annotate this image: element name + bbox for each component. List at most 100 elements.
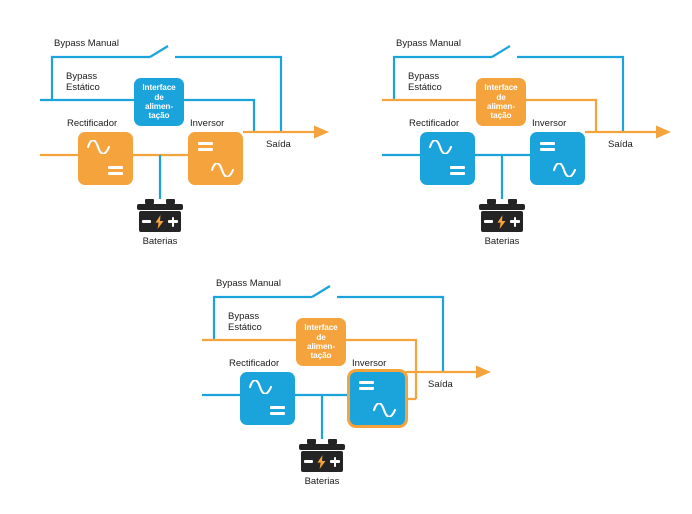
dc-double-bar-icon [359,381,374,390]
manual-bypass-switch-blade [311,285,331,298]
battery-tray [479,204,525,210]
label-bypass-manual: Bypass Manual [54,38,119,49]
minus-terminal-icon [484,220,493,223]
battery-terminal-positive [328,439,337,444]
manual-bypass-switch-blade [149,45,169,58]
dc-double-bar-icon [108,166,123,175]
label-bypass-estatico-line2: Estático [228,321,262,333]
battery-tray [299,444,345,450]
interface-label-line3: alimen- [307,342,335,351]
battery-icon[interactable] [299,439,345,473]
label-saida: Saída [608,139,633,150]
interface-label-line1: Interface [484,83,518,93]
interface-label-line2: de [316,332,326,342]
dc-double-bar-icon [540,142,555,151]
output-arrow-icon [656,125,671,139]
inversor-block[interactable] [188,132,243,185]
label-bypass-estatico-line2: Estático [408,81,442,93]
manual-bypass-right [175,55,283,132]
ac-sine-wave-icon [373,403,397,417]
interface-label-line2: de [496,92,506,102]
battery-terminal-negative [307,439,316,444]
output-arrow-icon [476,365,491,379]
battery-body [139,211,181,232]
label-rectificador: Rectificador [67,118,118,129]
rectificador-block[interactable] [240,372,295,425]
interface-label-line2: de [154,92,164,102]
static-bypass-path [202,338,418,399]
minus-terminal-icon [304,460,313,463]
battery-body [301,451,343,472]
dc-double-bar-icon [198,142,213,151]
ups-diagram-static-bypass: Bypass Manual Bypass Estático Interface … [372,28,692,260]
interface-label-line4: tação [310,351,332,361]
ac-sine-wave-icon [429,140,453,154]
manual-bypass-path [212,295,312,340]
lightning-bolt-icon [155,214,164,229]
interface-label-line1: Interface [304,323,338,333]
label-baterias: Baterias [142,236,178,247]
battery-terminal-negative [145,199,154,204]
minus-terminal-icon [142,220,151,223]
label-rectificador: Rectificador [409,118,460,129]
interface-alimentacao-block[interactable]: Interface de alimen- tação [476,78,526,126]
label-bypass-estatico: Bypass Estático [228,311,262,333]
label-bypass-estatico-line1: Bypass [228,311,260,322]
diagram-3-wiring [202,285,491,439]
label-rectificador: Rectificador [229,358,280,369]
lightning-bolt-icon [317,454,326,469]
label-inversor: Inversor [532,118,567,129]
label-bypass-estatico: Bypass Estático [66,71,100,93]
battery-icon[interactable] [479,199,525,233]
label-bypass-manual: Bypass Manual [396,38,461,49]
label-saida: Saída [266,139,291,150]
diagram-1-wiring [40,45,329,199]
diagram-2-wiring [382,45,671,199]
interface-alimentacao-block[interactable]: Interface de alimen- tação [296,318,346,366]
dc-double-bar-icon [270,406,285,415]
interface-label-line3: alimen- [145,102,173,111]
label-inversor: Inversor [190,118,225,129]
label-inversor: Inversor [352,358,387,369]
interface-alimentacao-block[interactable]: Interface de alimen- tação [134,78,184,126]
rectificador-block[interactable] [420,132,475,185]
static-bypass-path [382,98,598,132]
manual-bypass-path [392,55,492,100]
interface-label-line3: alimen- [487,102,515,111]
manual-bypass-switch-blade [491,45,511,58]
label-bypass-estatico: Bypass Estático [408,71,442,93]
inversor-block[interactable] [530,132,585,185]
lightning-bolt-icon [497,214,506,229]
manual-bypass-right [517,55,625,132]
ac-sine-wave-icon [211,163,235,177]
battery-terminal-negative [487,199,496,204]
battery-body [481,211,523,232]
label-bypass-estatico-line2: Estático [66,81,100,93]
dc-double-bar-icon [450,166,465,175]
label-baterias: Baterias [484,236,520,247]
battery-icon[interactable] [137,199,183,233]
label-bypass-estatico-line1: Bypass [408,71,440,82]
plus-terminal-icon [330,456,340,467]
ac-sine-wave-icon [553,163,577,177]
manual-bypass-right [337,295,445,372]
inversor-block[interactable] [347,369,408,428]
interface-label-line1: Interface [142,83,176,93]
interface-label-line4: tação [490,111,512,121]
ac-sine-wave-icon [249,380,273,394]
battery-terminal-positive [166,199,175,204]
label-baterias: Baterias [304,476,340,487]
static-bypass-path [40,98,256,132]
battery-tray [137,204,183,210]
plus-terminal-icon [168,216,178,227]
rectificador-block[interactable] [78,132,133,185]
output-arrow-icon [314,125,329,139]
battery-terminal-positive [508,199,517,204]
interface-label-line4: tação [148,111,170,121]
ups-diagram-inverter-highlighted: Bypass Manual Bypass Estático Interface … [192,268,512,500]
ups-diagram-normal-operation: Bypass Manual Bypass Estático Interface … [30,28,350,260]
label-bypass-manual: Bypass Manual [216,278,281,289]
manual-bypass-path [50,55,150,100]
label-bypass-estatico-line1: Bypass [66,71,98,82]
ac-sine-wave-icon [87,140,111,154]
